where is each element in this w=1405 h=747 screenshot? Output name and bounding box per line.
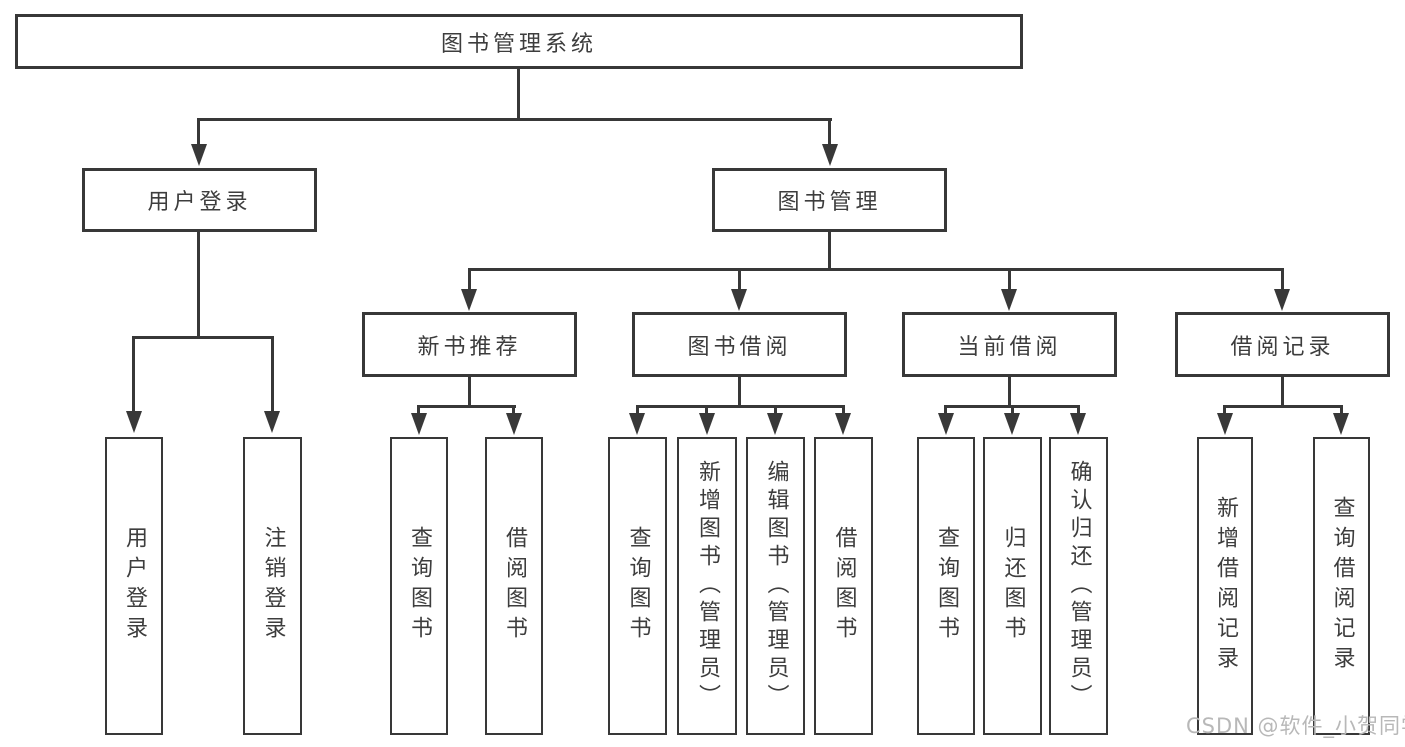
arrowhead-nb-borrow [506,413,522,435]
node-nb-query-book-label: 查询图书 [407,526,432,646]
arrowhead-borrow-record [1274,289,1290,311]
edge-drop-new-book [468,270,471,291]
node-book-management: 图书管理 [712,168,947,232]
arrowhead-new-book [461,289,477,311]
node-bb-add-book-label: 新增图书（管理员） [695,460,720,712]
edge-drop-book-borrow [738,270,741,291]
node-library-system: 图书管理系统 [15,14,1023,69]
node-bb-add-book: 新增图书（管理员） [677,437,737,735]
edge-user-login-stem [197,232,200,339]
edge-drop-bb-add [705,405,708,417]
node-ul-user-login: 用户登录 [105,437,163,735]
edge-bb-bus [636,405,845,408]
arrowhead-user-login [191,144,207,166]
edge-drop-borrow-record [1281,270,1284,291]
node-bb-query-book-label: 查询图书 [625,526,651,646]
arrowhead-book-borrow [731,289,747,311]
edge-nb-stem [468,377,471,407]
arrowhead-cb-return [1004,413,1020,435]
edge-level2-bus [197,118,832,121]
watermark: CSDN @软件_小贺同学 [1186,714,1405,738]
edge-drop-bb-edit [774,405,777,417]
arrowhead-bb-borrow [835,413,851,435]
edge-drop-ul-login [132,336,135,412]
node-br-add-record: 新增借阅记录 [1197,437,1253,735]
edge-nb-bus [417,405,516,408]
node-ul-logout-label: 注销登录 [260,526,286,646]
arrowhead-bb-edit [767,413,783,435]
arrowhead-nb-query [411,413,427,435]
arrowhead-br-query [1333,413,1349,435]
edge-drop-book-management [828,120,831,146]
arrowhead-cb-confirm [1070,413,1086,435]
edge-drop-nb-query [417,405,420,417]
arrowhead-ul-login [126,411,142,433]
edge-level3-bus [468,268,1284,271]
node-bb-edit-book-label: 编辑图书（管理员） [763,460,789,712]
arrowhead-ul-logout [264,411,280,433]
node-nb-borrow-book: 借阅图书 [485,437,543,735]
arrowhead-current-borrow [1001,289,1017,311]
edge-drop-br-query [1340,405,1343,417]
edge-drop-cb-confirm [1077,405,1080,417]
node-cb-query-book-label: 查询图书 [934,526,959,646]
edge-drop-nb-borrow [512,405,515,417]
edge-br-stem [1281,377,1284,407]
node-ul-user-login-label: 用户登录 [122,526,147,646]
node-cb-confirm-return-label: 确认归还（管理员） [1066,460,1092,712]
edge-drop-cb-return [1011,405,1014,417]
node-new-book-recommend: 新书推荐 [362,312,577,377]
edge-bb-stem [738,377,741,407]
node-bb-borrow-book: 借阅图书 [814,437,873,735]
arrowhead-cb-query [938,413,954,435]
node-nb-borrow-book-label: 借阅图书 [502,526,527,646]
node-br-add-record-label: 新增借阅记录 [1213,496,1238,676]
node-cb-return-book-label: 归还图书 [1000,526,1026,646]
node-bb-query-book: 查询图书 [608,437,667,735]
node-borrow-record: 借阅记录 [1175,312,1390,377]
node-br-query-record: 查询借阅记录 [1313,437,1370,735]
edge-drop-bb-borrow [842,405,845,417]
edge-drop-user-login [197,120,200,146]
node-cb-query-book: 查询图书 [917,437,975,735]
arrowhead-bb-add [699,413,715,435]
arrowhead-br-add [1217,413,1233,435]
edge-drop-current-borrow [1008,270,1011,291]
node-user-login: 用户登录 [82,168,317,232]
edge-drop-bb-query [636,405,639,417]
node-bb-edit-book: 编辑图书（管理员） [746,437,805,735]
node-br-query-record-label: 查询借阅记录 [1329,496,1355,676]
node-cb-return-book: 归还图书 [983,437,1042,735]
node-nb-query-book: 查询图书 [390,437,448,735]
node-ul-logout: 注销登录 [243,437,302,735]
edge-drop-ul-logout [271,336,274,412]
node-cb-confirm-return: 确认归还（管理员） [1049,437,1108,735]
node-current-borrow: 当前借阅 [902,312,1117,377]
edge-drop-br-add [1223,405,1226,417]
edge-user-login-bus [132,336,274,339]
arrowhead-bb-query [629,413,645,435]
edge-cb-stem [1008,377,1011,407]
edge-br-bus [1223,405,1343,408]
node-bb-borrow-book-label: 借阅图书 [831,526,857,646]
edge-book-management-stem [828,232,831,271]
arrowhead-book-management [822,144,838,166]
edge-root-stem [517,69,520,120]
edge-drop-cb-query [944,405,947,417]
node-book-borrow: 图书借阅 [632,312,847,377]
